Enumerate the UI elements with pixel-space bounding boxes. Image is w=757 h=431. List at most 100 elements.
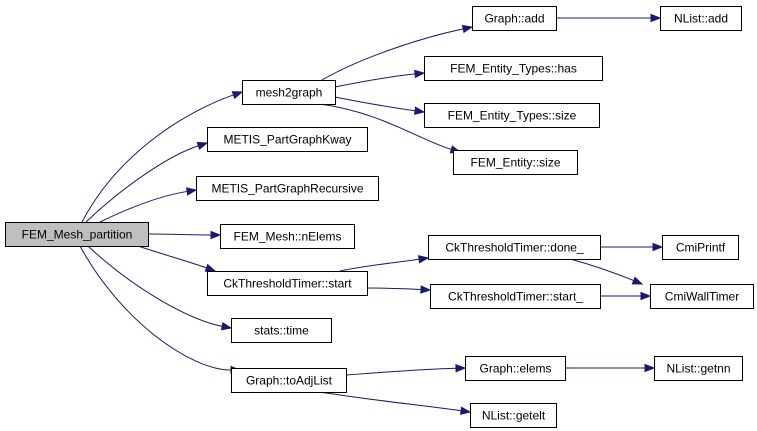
edge-mesh2graph-to-fem_entity_types_size [334, 96, 426, 115]
edge-graph_toadjlist-to-nlist_getelt [319, 391, 472, 415]
node-box [207, 127, 368, 152]
edge-ckthresholdtimer_start_-to-cmiwalltimer [600, 291, 652, 301]
node-label: Graph::toAdjList [246, 374, 333, 388]
node-box [470, 403, 557, 428]
arrowhead-icon [460, 406, 472, 415]
edge-line [99, 190, 188, 223]
edge-mesh2graph-to-graph_add [321, 24, 474, 81]
edge-line [345, 367, 457, 376]
node-label: FEM_Mesh_partition [22, 228, 133, 242]
node-label: NList::getnn [666, 362, 730, 376]
arrowhead-icon [210, 230, 222, 240]
edge-line [85, 145, 199, 223]
edge-line [319, 103, 452, 150]
edge-graph_toadjlist-to-graph_elems [345, 364, 467, 376]
edge-ckthresholdtimer_start-to-ckthresholdtimer_done_ [339, 255, 430, 272]
node-label: NList::add [674, 12, 728, 26]
node-label: CkThresholdTimer::start_ [448, 290, 583, 304]
node-box [231, 368, 347, 393]
edge-graph_elems-to-nlist_getnn [565, 363, 656, 373]
edge-fem_mesh_partition-to-stats_time [87, 245, 233, 331]
node-mesh2graph[interactable]: mesh2graph [242, 80, 336, 105]
node-graph-add[interactable]: Graph::add [472, 6, 557, 31]
edge-fem_mesh_partition-to-fem_mesh_nelems [147, 230, 222, 240]
node-graph-toadjlist[interactable]: Graph::toAdjList [231, 368, 347, 393]
arrowhead-icon [644, 363, 656, 373]
node-metis-partgraphrecursive[interactable]: METIS_PartGraphRecursive [196, 176, 379, 201]
node-box [453, 150, 578, 175]
arrowhead-icon [652, 242, 664, 252]
edge-line [321, 28, 464, 81]
node-label: CmiWallTimer [665, 290, 739, 304]
node-label: FEM_Mesh::nElems [233, 230, 341, 244]
node-label: FEM_Entity_Types::size [448, 109, 577, 123]
edge-line [334, 96, 416, 112]
edge-line [87, 245, 223, 327]
node-fem-mesh-nelems[interactable]: FEM_Mesh::nElems [220, 224, 355, 249]
node-box [428, 235, 601, 260]
node-metis-partgraphkway[interactable]: METIS_PartGraphKway [207, 127, 368, 152]
node-box [430, 284, 601, 309]
node-box [660, 6, 742, 31]
arrowhead-icon [455, 364, 467, 373]
node-label: CkThresholdTimer::done_ [445, 241, 584, 255]
edge-line [79, 245, 232, 371]
node-nlist-add[interactable]: NList::add [660, 6, 742, 31]
arrowhead-icon [204, 263, 217, 272]
edge-fem_mesh_partition-to-ckthresholdtimer_start [137, 245, 217, 272]
arrowhead-icon [631, 276, 644, 285]
node-label: METIS_PartGraphKway [223, 133, 351, 147]
edge-ckthresholdtimer_start-to-ckthresholdtimer_start_ [366, 285, 432, 294]
node-ckthresholdtimer-done-[interactable]: CkThresholdTimer::done_ [428, 235, 601, 260]
arrowhead-icon [650, 13, 662, 23]
arrowhead-icon [461, 24, 474, 34]
node-label: CmiPrintf [676, 241, 726, 255]
node-fem-mesh-partition[interactable]: FEM_Mesh_partition [5, 222, 149, 247]
node-box [654, 356, 743, 381]
node-box [662, 235, 739, 260]
edge-layer [79, 13, 664, 415]
arrowhead-icon [640, 291, 652, 301]
node-cmiwalltimer[interactable]: CmiWallTimer [650, 284, 754, 309]
node-box [231, 318, 332, 343]
node-stats-time[interactable]: stats::time [231, 318, 332, 343]
arrowhead-icon [414, 106, 426, 115]
edge-fem_mesh_partition-to-metis_partgraphkway [85, 141, 209, 223]
node-label: FEM_Entity_Types::has [450, 62, 577, 76]
node-label: stats::time [254, 324, 309, 338]
node-fem-entity-types-size[interactable]: FEM_Entity_Types::size [424, 103, 600, 128]
edge-ckthresholdtimer_done_-to-cmiprintf [600, 242, 664, 252]
edge-fem_mesh_partition-to-mesh2graph [81, 91, 244, 223]
edge-mesh2graph-to-fem_entity_types_has [334, 69, 426, 88]
node-fem-entity-size[interactable]: FEM_Entity::size [453, 150, 578, 175]
edge-line [569, 258, 634, 282]
node-label: FEM_Entity::size [470, 156, 560, 170]
arrowhead-icon [414, 69, 426, 79]
node-label: CkThresholdTimer::start [223, 277, 352, 291]
edge-line [319, 391, 462, 412]
node-cmiprintf[interactable]: CmiPrintf [662, 235, 739, 260]
node-box [424, 56, 603, 81]
node-box [242, 80, 336, 105]
arrowhead-icon [220, 322, 233, 331]
node-box [465, 356, 566, 381]
edge-line [339, 258, 420, 272]
edge-line [147, 233, 212, 236]
edge-graph_add-to-nlist_add [556, 13, 662, 23]
node-ckthresholdtimer-start-[interactable]: CkThresholdTimer::start_ [430, 284, 601, 309]
node-fem-entity-types-has[interactable]: FEM_Entity_Types::has [424, 56, 603, 81]
node-graph-elems[interactable]: Graph::elems [465, 356, 566, 381]
edge-line [81, 94, 234, 223]
node-label: NList::getelt [482, 409, 546, 423]
arrowhead-icon [185, 187, 198, 196]
node-nlist-getnn[interactable]: NList::getnn [654, 356, 743, 381]
node-box [5, 222, 149, 247]
edge-line [366, 287, 422, 291]
node-box [650, 284, 754, 309]
node-label: METIS_PartGraphRecursive [211, 182, 363, 196]
arrowhead-icon [420, 285, 432, 294]
node-box [196, 176, 379, 201]
node-ckthresholdtimer-start[interactable]: CkThresholdTimer::start [207, 271, 368, 296]
node-nlist-getelt[interactable]: NList::getelt [470, 403, 557, 428]
